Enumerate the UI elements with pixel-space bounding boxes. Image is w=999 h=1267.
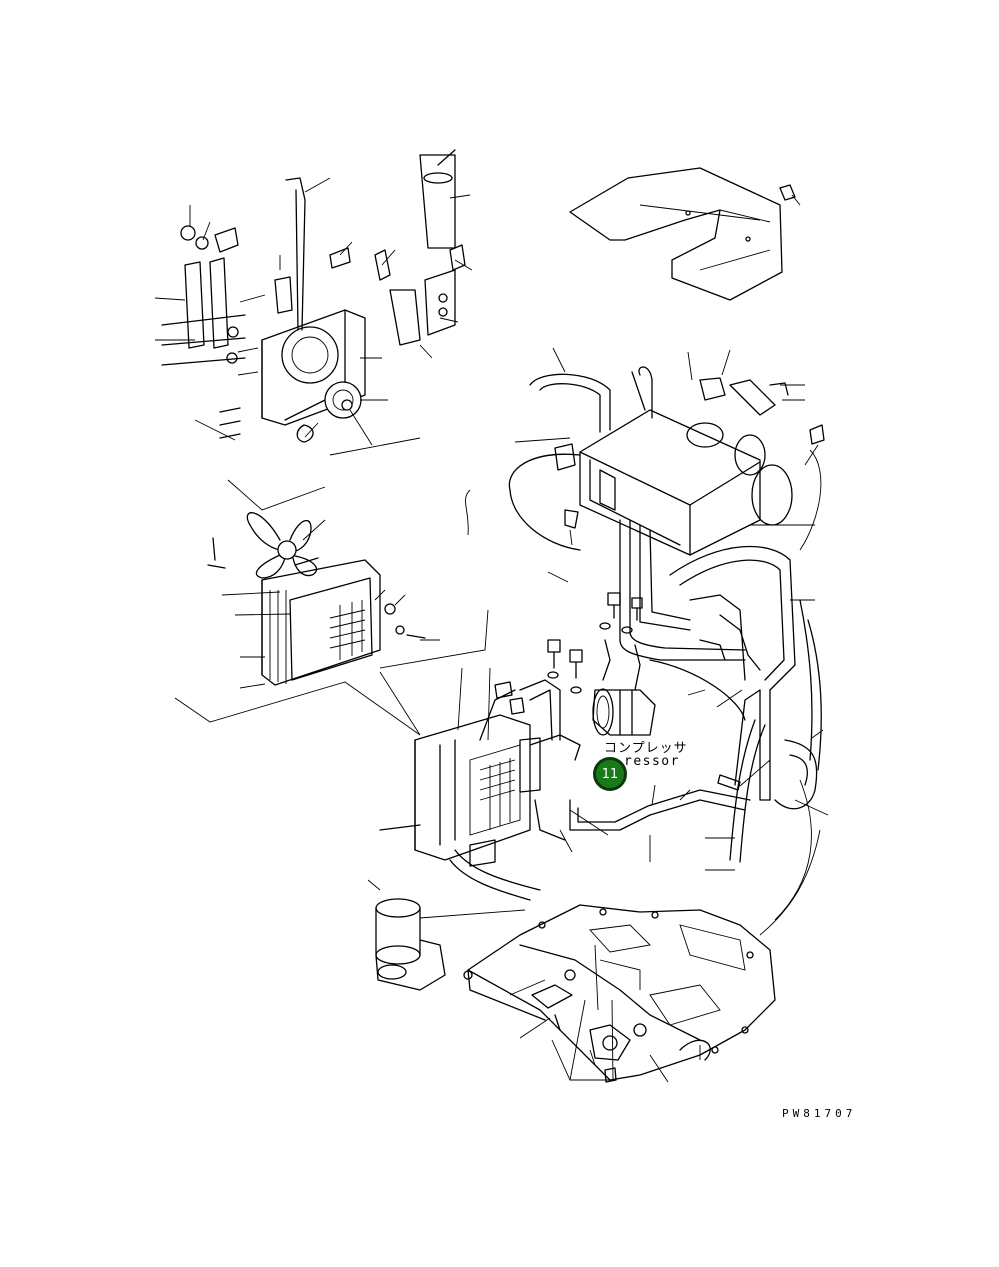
cab-cover xyxy=(569,167,801,301)
fan-condenser-assembly xyxy=(207,512,426,686)
support-column xyxy=(367,879,526,991)
receiver-condenser-bracket xyxy=(379,667,541,867)
leader-lines-middle-left xyxy=(174,519,489,736)
blower-assembly xyxy=(161,149,466,443)
floor-frame xyxy=(463,904,776,1083)
compressor-label-english: ressor xyxy=(624,754,680,769)
compressor-label-japanese: コンプレッサ xyxy=(604,741,688,756)
leader-lines-upper-right xyxy=(465,347,822,601)
hose-routing xyxy=(449,519,822,901)
ac-unit xyxy=(508,366,825,556)
leader-lines-upper-left xyxy=(154,177,473,511)
part-number-badge[interactable]: 11 xyxy=(593,757,627,791)
drawing-number: PW81707 xyxy=(782,1107,857,1120)
compressor-fasteners xyxy=(547,592,829,871)
compressor xyxy=(592,639,656,736)
leader-lines-bottom xyxy=(509,779,821,1083)
